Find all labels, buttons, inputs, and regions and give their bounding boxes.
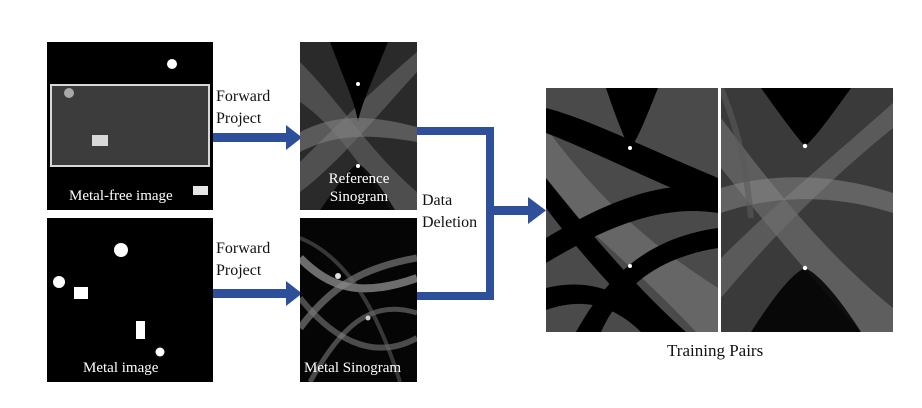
metal-sinogram-image — [300, 218, 417, 382]
metal-phantom — [53, 243, 165, 357]
training-pair-corrupted-sinogram — [546, 88, 718, 332]
metal-sinogram-panel: Metal Sinogram — [300, 218, 417, 382]
reference-sinogram-image — [300, 42, 417, 210]
deletion-arrow-head — [528, 197, 546, 224]
metal-image-panel: Metal image — [47, 218, 213, 382]
reference-sinogram-panel: Reference Sinogram — [300, 42, 417, 210]
reference-sinogram-label: Reference Sinogram — [328, 171, 390, 205]
forward-project-top-text: Forward Project — [216, 88, 271, 127]
metal-image-label: Metal image — [83, 360, 159, 376]
metal-free-image-label: Metal-free image — [69, 188, 173, 204]
metal-free-phantom — [50, 59, 210, 195]
training-pair-reference-sinogram — [721, 88, 893, 332]
data-deletion-text: Data Deletion — [422, 192, 478, 231]
metal-sinogram-label: Metal Sinogram — [304, 360, 402, 376]
training-pairs-label: Training Pairs — [667, 341, 764, 360]
forward-arrow-top — [213, 133, 287, 142]
deletion-arrow — [488, 206, 530, 215]
forward-project-bottom-text: Forward Project — [216, 240, 271, 279]
forward-arrow-bottom — [213, 289, 287, 298]
metal-free-image-panel: Metal-free image — [47, 42, 213, 210]
